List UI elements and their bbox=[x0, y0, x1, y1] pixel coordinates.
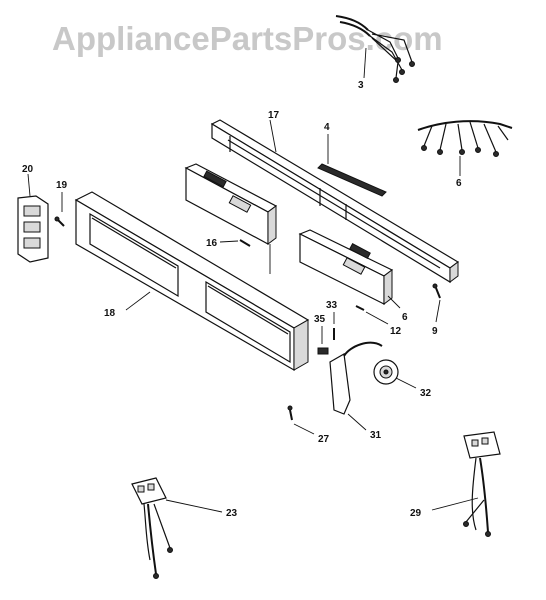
callout-32: 32 bbox=[420, 388, 432, 399]
connector-part-32[interactable] bbox=[373, 359, 417, 389]
callout-3: 3 bbox=[358, 80, 364, 91]
callout-20: 20 bbox=[22, 164, 34, 175]
plug-harness-part-23[interactable] bbox=[131, 477, 223, 579]
callout-12: 12 bbox=[390, 326, 402, 337]
screw-part-12[interactable] bbox=[355, 305, 389, 325]
screw-part-16[interactable] bbox=[219, 239, 251, 247]
callout-9: 9 bbox=[432, 326, 438, 337]
trim-strip-part-4[interactable] bbox=[317, 134, 387, 197]
callout-29: 29 bbox=[410, 508, 422, 519]
callout-6-top: 6 bbox=[456, 178, 462, 189]
clip-part-35[interactable] bbox=[317, 326, 329, 355]
screw-part-9[interactable] bbox=[432, 283, 441, 323]
callout-18: 18 bbox=[104, 308, 116, 319]
callout-35: 35 bbox=[314, 314, 326, 325]
callout-17: 17 bbox=[268, 110, 280, 121]
callout-27: 27 bbox=[318, 434, 330, 445]
watermark-text: AppliancePartsPros.com bbox=[52, 20, 443, 57]
callout-6-right: 6 bbox=[402, 312, 408, 323]
callout-16: 16 bbox=[206, 238, 218, 249]
control-module-part-16-left[interactable] bbox=[184, 163, 278, 274]
callout-33: 33 bbox=[326, 300, 338, 311]
wire-harness-part-6-top[interactable] bbox=[417, 120, 513, 176]
control-module-part-6-right[interactable] bbox=[298, 229, 401, 309]
callout-31: 31 bbox=[370, 430, 382, 441]
screw-part-19[interactable] bbox=[54, 192, 65, 227]
screw-part-27[interactable] bbox=[287, 405, 315, 435]
wire-harness-part-3[interactable] bbox=[335, 15, 415, 83]
plug-harness-part-29[interactable] bbox=[431, 431, 501, 537]
back-panel-part-17[interactable] bbox=[210, 119, 460, 284]
callout-23: 23 bbox=[226, 508, 238, 519]
callout-4: 4 bbox=[324, 122, 330, 133]
bracket-part-31[interactable] bbox=[329, 341, 383, 431]
callout-19: 19 bbox=[56, 180, 68, 191]
console-frame-part-18[interactable] bbox=[74, 191, 310, 372]
connector-block-part-20[interactable] bbox=[17, 173, 49, 263]
